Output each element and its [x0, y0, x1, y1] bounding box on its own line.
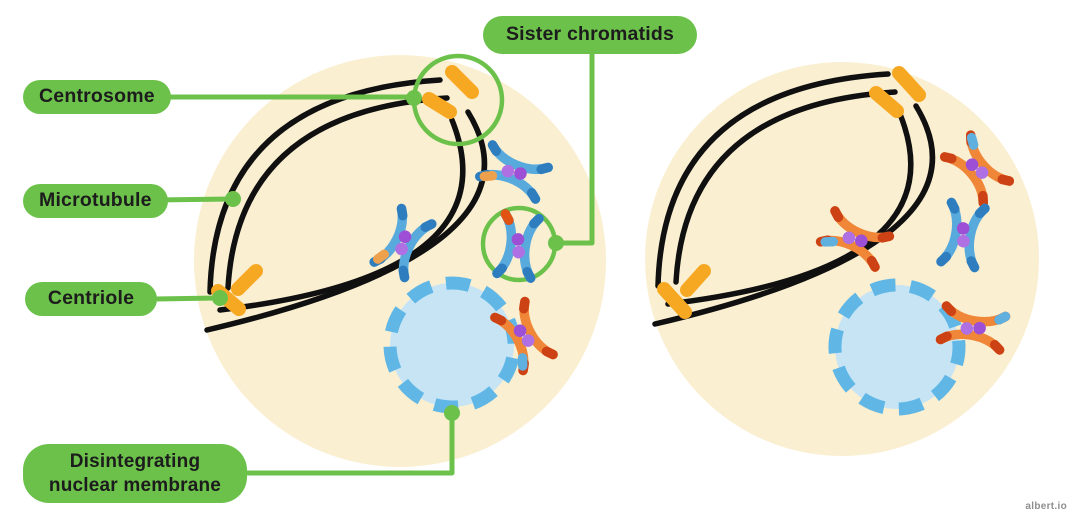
centrosome-right [869, 66, 926, 118]
centriole [422, 92, 457, 119]
chromosome-orange [941, 306, 1006, 350]
chromosome-blue [374, 209, 432, 278]
centriole [231, 264, 263, 296]
chromosome-orange [821, 211, 890, 267]
label-microtubule: Microtubule [23, 184, 168, 218]
chromosome-orange [495, 302, 553, 371]
leader-line-disintegrating-nuclear-membrane [246, 405, 460, 476]
chromosome-orange [945, 135, 1010, 203]
label-centrosome: Centrosome [23, 80, 171, 114]
nuclear-membrane-left [383, 276, 521, 414]
centriole-pair-right [657, 264, 711, 319]
label-centriole: Centriole [25, 282, 157, 316]
centriole [445, 65, 479, 99]
centriole [892, 66, 926, 102]
spindle-microtubules-left [204, 77, 488, 333]
nuclear-membrane-right [828, 278, 966, 416]
label-disintegrating-nuclear-membrane: Disintegrating nuclear membrane [23, 444, 247, 503]
leader-line-centrosome [160, 90, 422, 106]
leader-line-centriole [154, 290, 228, 306]
watermark: albert.io [1025, 501, 1067, 512]
sister-chromatids [497, 214, 539, 278]
centriole [680, 264, 711, 297]
chromosome-blue [480, 145, 548, 199]
leader-line-sister-chromatids [548, 54, 595, 251]
centriole [657, 282, 692, 319]
label-sister-chromatids: Sister chromatids [483, 16, 697, 54]
centriole [869, 86, 904, 118]
